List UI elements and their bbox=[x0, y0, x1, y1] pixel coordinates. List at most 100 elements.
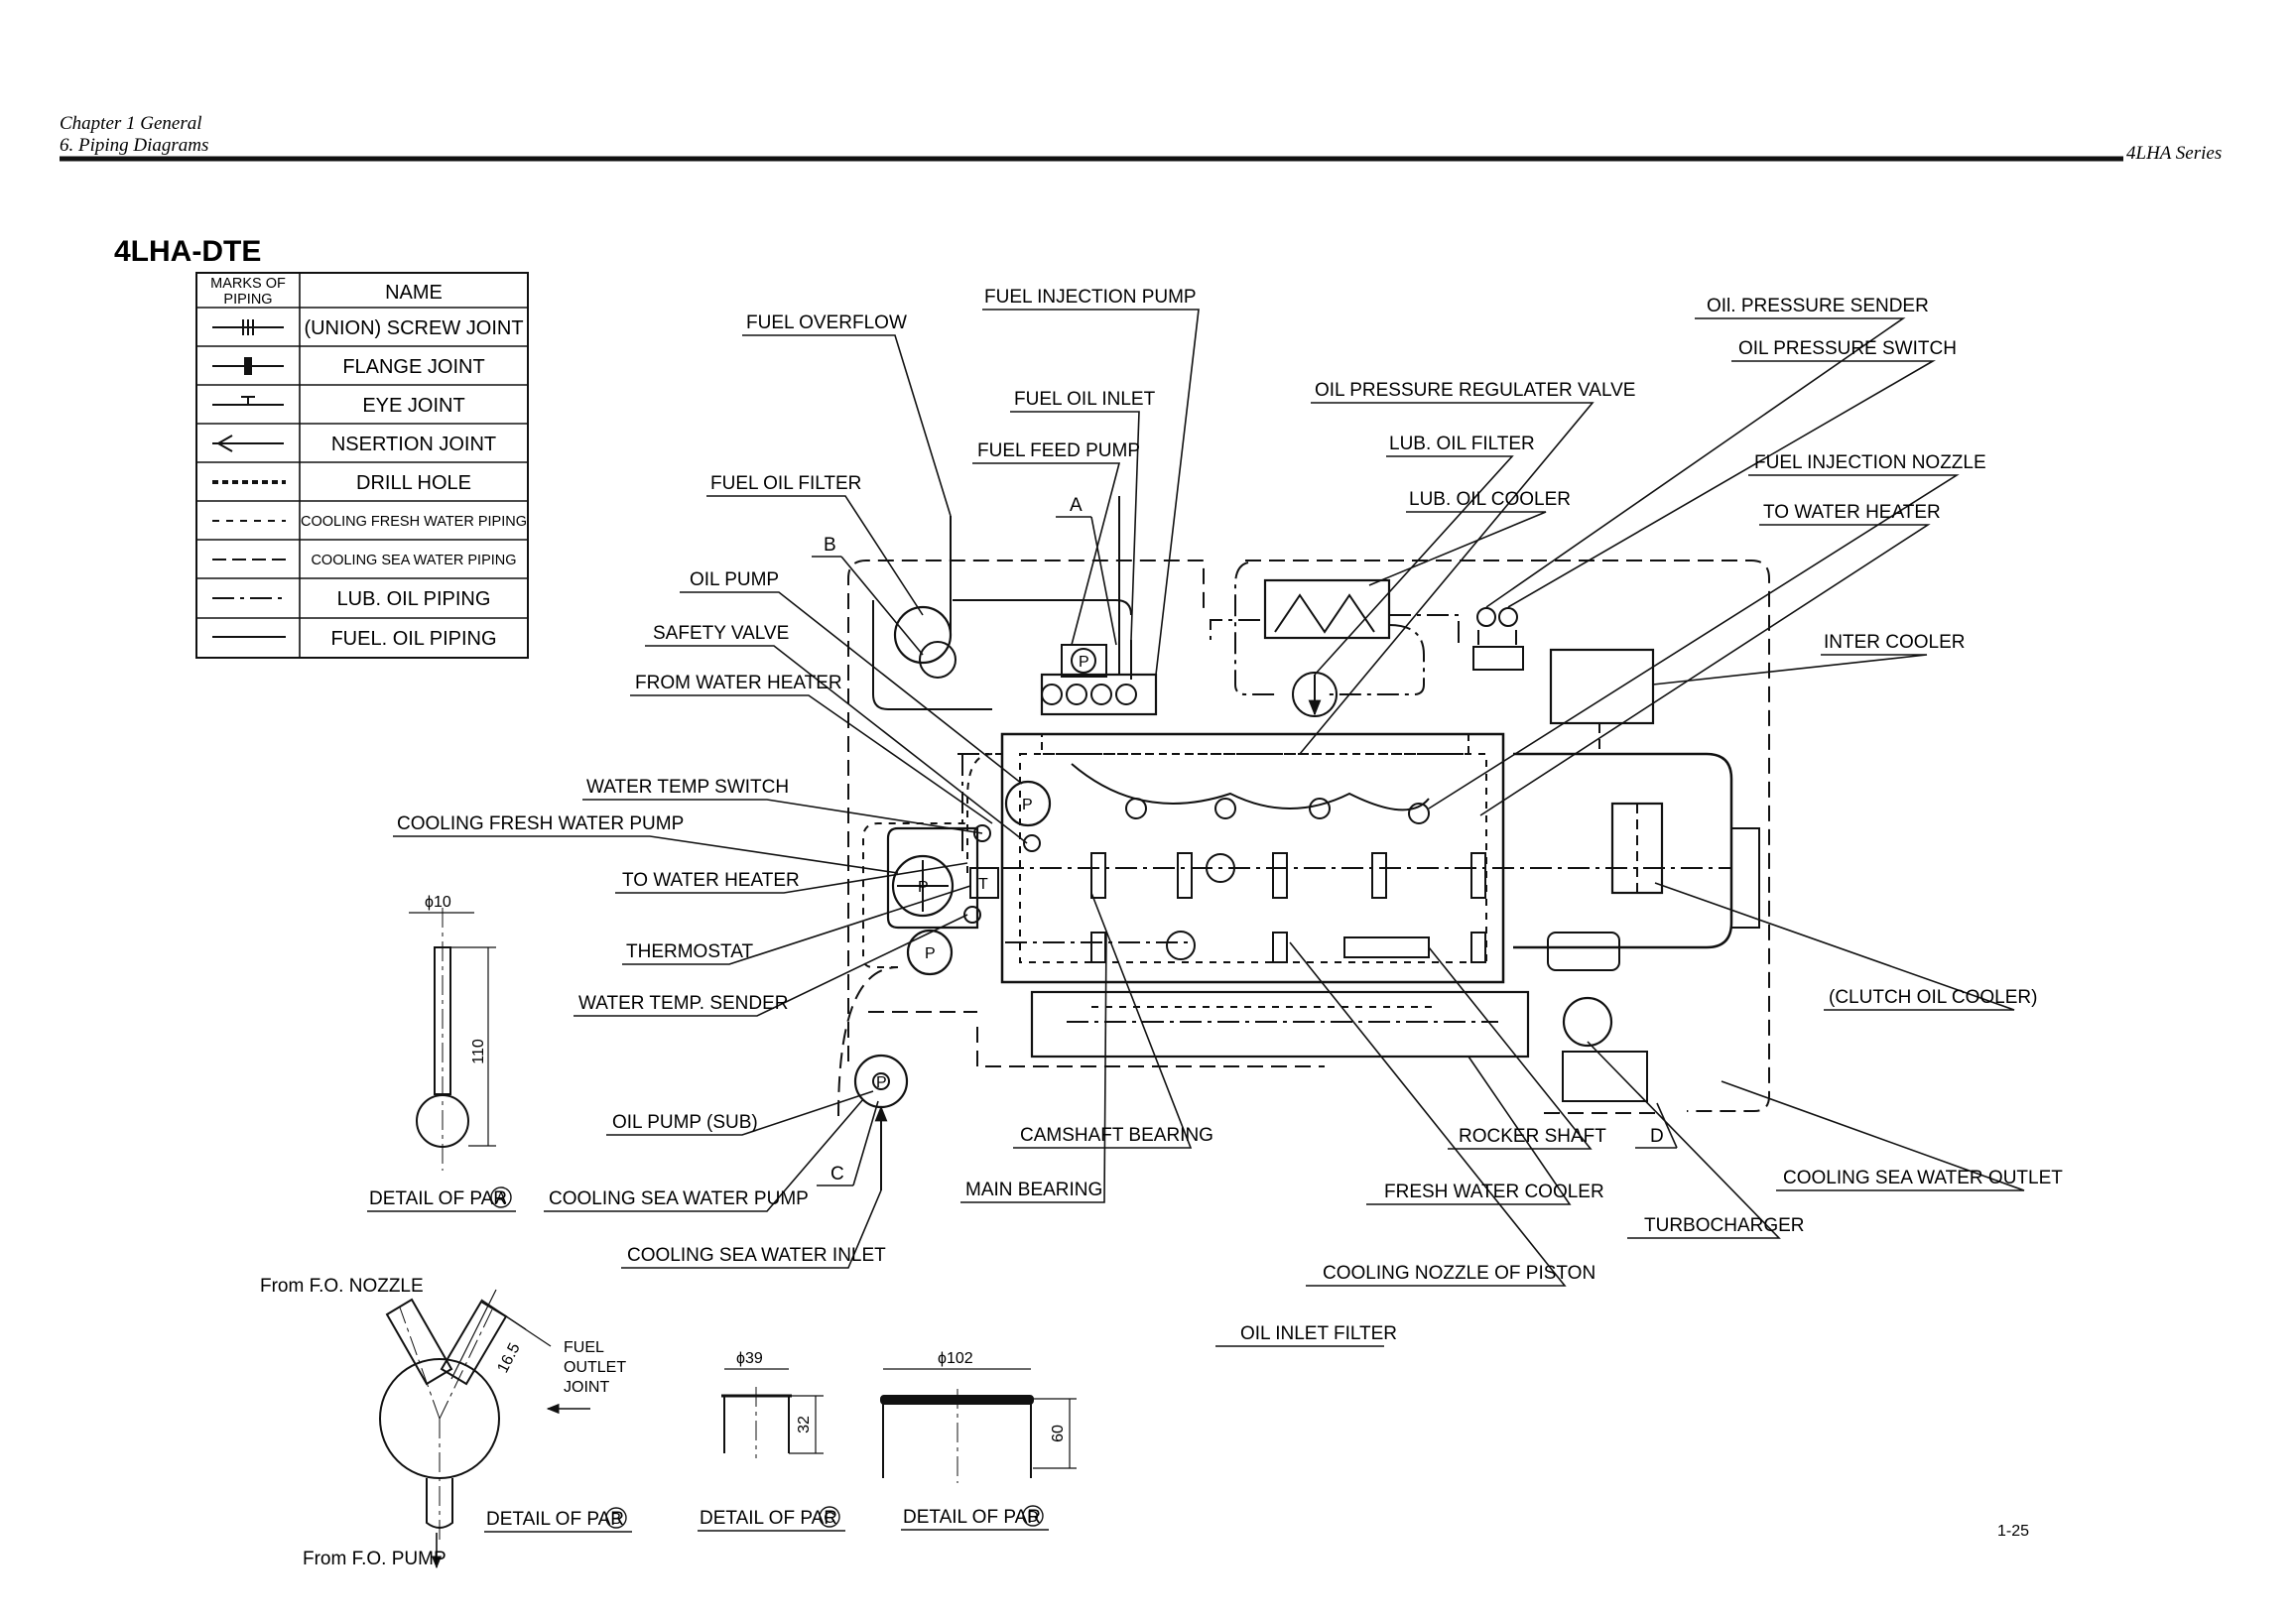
injection-nozzle bbox=[1214, 798, 1236, 819]
oil-pump-sub-hub bbox=[872, 1072, 890, 1090]
label-fuel-feed-pump: FUEL FEED PUMP bbox=[977, 440, 1140, 461]
injection-nozzle bbox=[1408, 803, 1430, 824]
insertion-joint-symbol bbox=[212, 435, 284, 452]
page-header: Chapter 1 General 6. Piping Diagrams 4LH… bbox=[60, 113, 2222, 164]
leader-fuel-overflow bbox=[742, 334, 952, 517]
detail-d-label: DETAIL OF PAR bbox=[903, 1507, 1041, 1528]
leader-cooling-sea-water-outlet bbox=[1721, 1080, 2025, 1191]
detail-d-mark-circle bbox=[1022, 1505, 1044, 1527]
main-gallery bbox=[1041, 733, 1469, 755]
lub-oil-cooler-zigzag bbox=[1274, 593, 1375, 634]
leader-fuel-oil-inlet bbox=[1010, 411, 1140, 641]
engine-water-jacket bbox=[1019, 753, 1487, 963]
leader-oil-pressure-regulater-valve bbox=[1299, 402, 1594, 755]
point-mark-d: D bbox=[1650, 1126, 1664, 1147]
legend-row-dividers bbox=[196, 307, 528, 619]
leader-rocker-shaft bbox=[1428, 946, 1593, 1150]
fuel-high-pressure-line bbox=[1071, 763, 1430, 811]
label-camshaft-bearing: CAMSHAFT BEARING bbox=[1020, 1125, 1213, 1146]
point-mark-d-leader bbox=[1656, 1102, 1678, 1149]
union-screw-joint-symbol bbox=[212, 319, 284, 335]
detail-b-joint-label-line1: FUEL bbox=[564, 1339, 604, 1356]
fuel-feed-pump bbox=[1061, 644, 1107, 678]
flange-joint-symbol bbox=[212, 357, 284, 375]
safety-valve bbox=[1023, 834, 1041, 852]
legend-border bbox=[195, 272, 529, 659]
fuel-feed-pump-mark: P bbox=[1079, 654, 1089, 671]
label-lub-oil-cooler: LUB. OIL COOLER bbox=[1409, 489, 1571, 510]
water-temp-sender bbox=[963, 906, 981, 924]
series-label: 4LHA Series bbox=[2126, 143, 2222, 164]
leader-cooling-sea-water-inlet bbox=[621, 1189, 882, 1269]
fuel-lines bbox=[872, 599, 1132, 710]
leader-cooling-fresh-water-pump bbox=[393, 835, 899, 874]
component-marks: P P P P P T bbox=[876, 654, 1089, 1091]
oil-pressure-manifold bbox=[1472, 630, 1524, 671]
eye-joint-symbol bbox=[212, 396, 284, 406]
point-mark-b: B bbox=[824, 535, 836, 556]
detail-c-label: DETAIL OF PAR bbox=[700, 1508, 837, 1529]
fuel-injection-element bbox=[1115, 684, 1137, 705]
leader-oil-pump bbox=[680, 591, 1023, 785]
leader-fuel-feed-pump bbox=[972, 462, 1121, 646]
fresh-water-up bbox=[966, 753, 993, 873]
leader-lub-oil-filter bbox=[1314, 455, 1514, 676]
detail-b-joint-label-line2: OUTLET bbox=[564, 1359, 626, 1376]
point-mark-b-leader bbox=[840, 556, 924, 656]
detail-d-height: 60 bbox=[1050, 1425, 1067, 1442]
fresh-water-front-loop bbox=[862, 822, 967, 968]
label-turbocharger: TURBOCHARGER bbox=[1644, 1215, 1805, 1236]
leader-clutch-oil-cooler bbox=[1654, 882, 2015, 1011]
fresh-water-pump-housing bbox=[886, 826, 979, 930]
turbocharger-compressor bbox=[1547, 932, 1620, 971]
oil-pressure-sender bbox=[1476, 607, 1496, 627]
detail-c-diameter: ϕ39 bbox=[736, 1350, 763, 1367]
chapter-title: Chapter 1 General bbox=[60, 113, 202, 134]
leader-safety-valve bbox=[645, 645, 1028, 844]
label-oil-pressure-switch: OIL PRESSURE SWITCH bbox=[1738, 338, 1957, 359]
label-fuel-injection-pump: FUEL INJECTION PUMP bbox=[984, 287, 1197, 308]
legend-row-name: FUEL. OIL PIPING bbox=[330, 628, 496, 650]
injection-nozzle bbox=[1309, 798, 1331, 819]
fresh-water-cooler bbox=[1030, 990, 1530, 1059]
fuel-injection-pump bbox=[1040, 673, 1158, 716]
oil-pump-sub-mark: P bbox=[876, 1074, 887, 1091]
leader-thermostat bbox=[622, 885, 971, 965]
clutch-oil-cooler bbox=[1610, 802, 1664, 895]
leader-cooling-sea-water-pump bbox=[544, 1098, 864, 1212]
detail-c-mark-circle bbox=[819, 1506, 840, 1528]
leader-fresh-water-cooler bbox=[1366, 1056, 1572, 1205]
label-fresh-water-cooler: FRESH WATER COOLER bbox=[1384, 1182, 1604, 1202]
detail-c bbox=[721, 1368, 824, 1458]
detail-b-dim-ext bbox=[505, 1315, 552, 1347]
fresh-water-pump-mark: P bbox=[918, 879, 929, 896]
point-mark-c-leader bbox=[852, 1100, 879, 1186]
point-mark-c: C bbox=[830, 1164, 844, 1184]
legend-row-name: DRILL HOLE bbox=[356, 472, 471, 494]
main-oil-pump bbox=[1004, 780, 1052, 827]
callout-leaders bbox=[393, 309, 2025, 1347]
legend-symbols bbox=[212, 319, 286, 638]
legend-header-marks-line1: MARKS OF bbox=[210, 276, 286, 292]
label-fuel-oil-filter: FUEL OIL FILTER bbox=[710, 473, 861, 494]
leader-oil-pump-sub bbox=[606, 1090, 874, 1136]
detail-b-right-nozzle bbox=[440, 1300, 508, 1386]
detail-b bbox=[379, 1289, 590, 1569]
label-fuel-oil-inlet: FUEL OIL INLET bbox=[1014, 389, 1156, 410]
detail-a-mark: A bbox=[496, 1190, 507, 1207]
detail-c-mark: C bbox=[824, 1510, 835, 1527]
point-mark-a-leader bbox=[1090, 516, 1117, 646]
leader-to-water-heater-right bbox=[1479, 524, 1931, 816]
label-cooling-fresh-water-pump: COOLING FRESH WATER PUMP bbox=[397, 813, 684, 834]
label-water-temp-switch: WATER TEMP SWITCH bbox=[586, 777, 789, 798]
label-safety-valve: SAFETY VALVE bbox=[653, 623, 789, 644]
detail-a bbox=[409, 908, 496, 1171]
lub-oil-filter bbox=[1292, 672, 1338, 717]
model-title: 4LHA-DTE bbox=[114, 235, 261, 268]
oil-inlet-filter-lower bbox=[1166, 931, 1196, 960]
sea-water-return bbox=[976, 1027, 1325, 1067]
legend-header-name: NAME bbox=[385, 282, 443, 304]
leader-water-temp-switch bbox=[582, 799, 983, 834]
label-cooling-sea-water-pump: COOLING SEA WATER PUMP bbox=[549, 1188, 809, 1209]
